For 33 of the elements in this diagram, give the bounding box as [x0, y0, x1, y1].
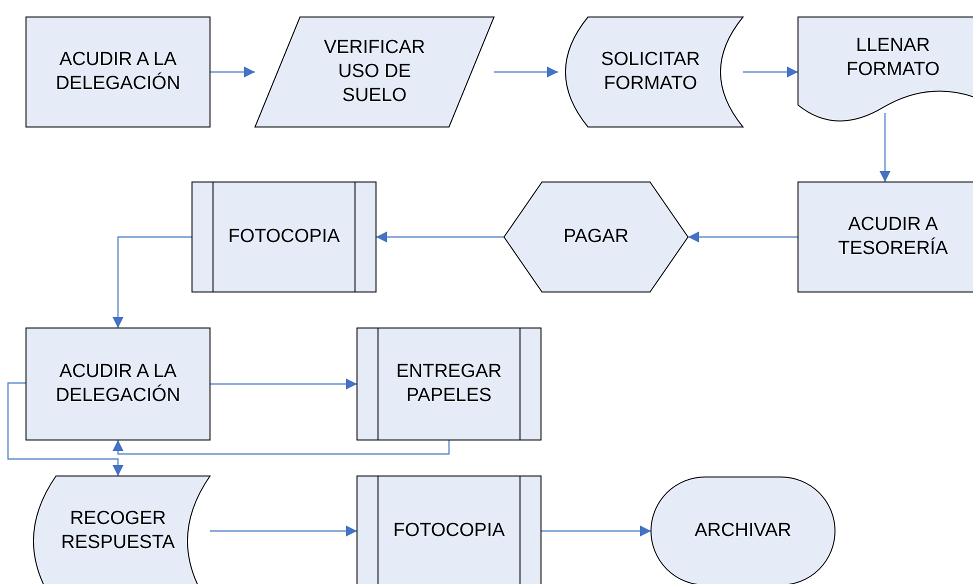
- arrow: [210, 378, 357, 390]
- predefined-process-box: [192, 182, 376, 292]
- node-label: ENTREGAR PAPELES: [395, 360, 503, 408]
- arrow: [880, 113, 890, 182]
- arrow: [494, 66, 558, 78]
- node-label: SOLICITAR FORMATO: [600, 48, 701, 96]
- predefined-process-box: [357, 328, 541, 440]
- node-label: LLENAR FORMATO: [845, 34, 941, 82]
- process-box: [26, 328, 210, 440]
- arrow: [7, 382, 124, 476]
- node-label: ACUDIR A LA DELEGACIÓN: [54, 360, 182, 408]
- node-label: FOTOCOPIA: [393, 519, 505, 543]
- arrow: [688, 232, 798, 242]
- arrow: [210, 526, 357, 536]
- node-label: FOTOCOPIA: [228, 225, 340, 249]
- arrow: [210, 66, 255, 78]
- predefined-process-box: [357, 476, 541, 584]
- process-box: [26, 17, 210, 127]
- arrow: [541, 526, 651, 536]
- preparation-hexagon: [504, 182, 688, 292]
- arrow: [743, 66, 798, 78]
- node-label: ACUDIR A LA DELEGACIÓN: [54, 48, 182, 96]
- process-box: [798, 182, 973, 292]
- node-label: ARCHIVAR: [694, 519, 792, 543]
- arrow: [112, 440, 450, 455]
- node-label: VERIFICAR USO DE SUELO: [322, 36, 426, 108]
- node-label: PAGAR: [563, 225, 629, 249]
- data-parallelogram: [255, 17, 494, 127]
- arrow: [112, 236, 192, 328]
- node-label: RECOGER RESPUESTA: [60, 507, 176, 555]
- terminator-shape: [651, 477, 835, 584]
- node-label: ACUDIR A TESORERÍA: [837, 213, 949, 261]
- arrow: [376, 232, 504, 242]
